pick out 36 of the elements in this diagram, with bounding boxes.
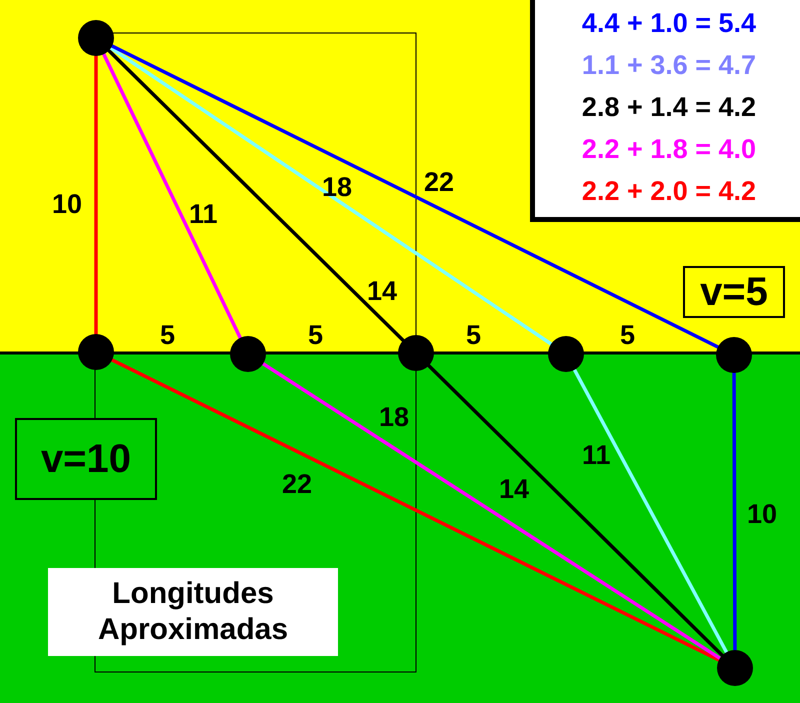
distance-label: 5 <box>620 322 636 349</box>
path-line <box>106 48 406 342</box>
length-label: 18 <box>379 404 410 431</box>
note-panel <box>48 568 338 656</box>
distance-label: 5 <box>160 322 176 349</box>
length-label: 22 <box>424 169 454 196</box>
length-label: 11 <box>189 201 218 228</box>
length-label: 14 <box>499 476 530 503</box>
path-line <box>110 358 721 662</box>
path-line <box>261 362 722 660</box>
medium-speed-box <box>683 266 785 318</box>
distance-label: 5 <box>466 322 482 349</box>
path-line <box>572 368 728 654</box>
length-label: 22 <box>282 471 312 498</box>
speed-text: v=10 <box>40 436 132 483</box>
path-line <box>102 52 242 340</box>
length-label: 11 <box>582 442 611 469</box>
note-text: Longitudes Aproximadas <box>96 576 290 648</box>
path-line <box>110 44 720 349</box>
speed-text: v=5 <box>700 269 768 316</box>
path-line <box>426 364 724 658</box>
path-line <box>732 372 737 651</box>
equation-text: 2.2 + 2.0 = 4.2 <box>582 174 756 208</box>
equation-panel <box>530 0 800 222</box>
path-line <box>109 46 553 346</box>
length-label: 10 <box>52 191 82 218</box>
length-label: 14 <box>367 278 398 305</box>
path-line <box>94 55 98 335</box>
equation-text: 4.4 + 1.0 = 5.4 <box>582 6 756 40</box>
equation-text: 1.1 + 3.6 = 4.7 <box>582 48 756 82</box>
length-label: 10 <box>747 501 778 528</box>
equation-text: 2.2 + 1.8 = 4.0 <box>582 132 756 166</box>
distance-label: 5 <box>308 322 324 349</box>
equation-text: 2.8 + 1.4 = 4.2 <box>582 90 756 124</box>
medium-speed-box <box>15 418 157 500</box>
length-label: 18 <box>322 174 352 201</box>
